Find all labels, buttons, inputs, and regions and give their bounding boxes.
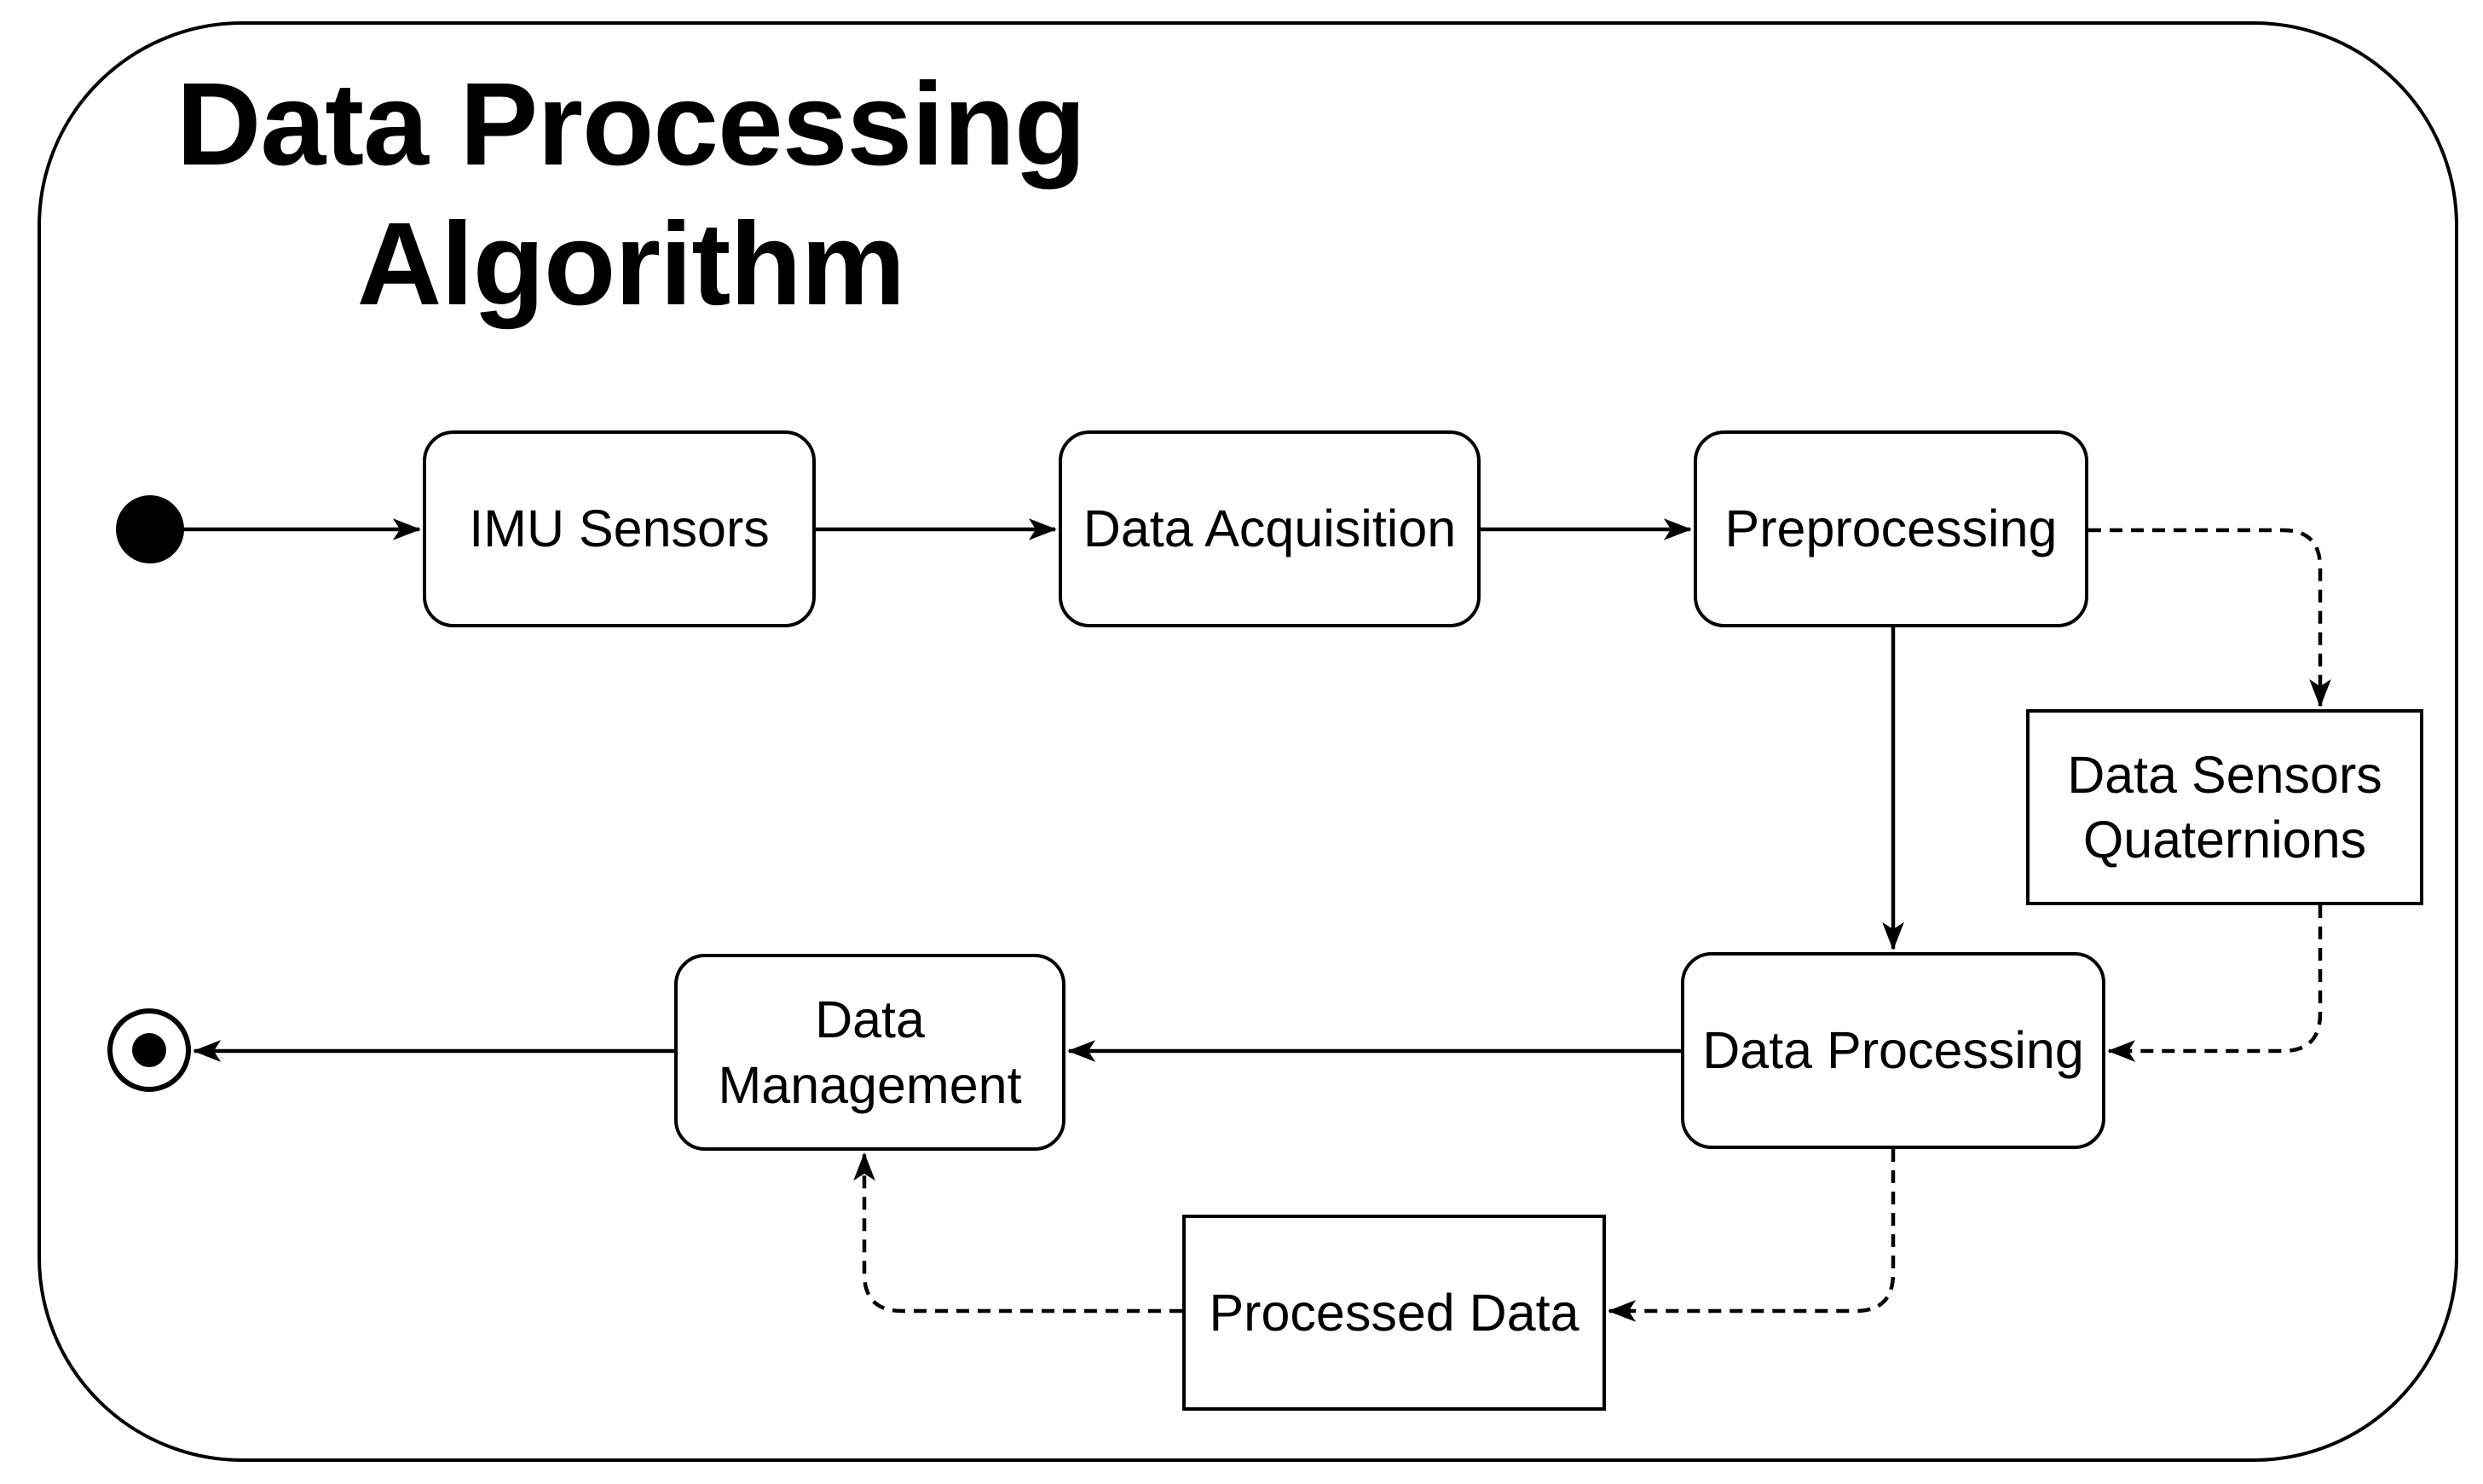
node-imu-sensors: IMU Sensors [423, 430, 816, 627]
node-processed-data: Processed Data [1182, 1215, 1606, 1411]
node-data-processing: Data Processing [1681, 952, 2105, 1149]
node-preprocessing: Preprocessing [1694, 430, 2088, 627]
node-data-management: Data Management [674, 954, 1065, 1151]
diagram-title: Data Processing Algorithm [176, 59, 1086, 331]
node-data-sensors-quaternions: Data Sensors Quaternions [2026, 709, 2423, 905]
node-data-acquisition: Data Acquisition [1059, 430, 1481, 627]
